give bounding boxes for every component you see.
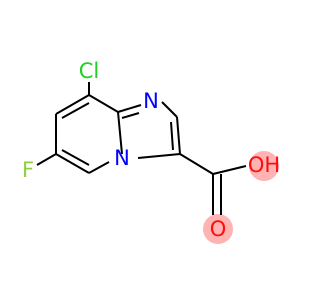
bond-c6-f bbox=[36, 153, 57, 166]
structure-canvas: Cl F N N OH O bbox=[22, 59, 280, 244]
bond-c3-cooh bbox=[179, 153, 214, 175]
molecule-diagram: Cl F N N OH O bbox=[21, 59, 281, 244]
bond-c2-c3-inner bbox=[170, 121, 174, 151]
ring-nitrogen-label: N bbox=[143, 89, 159, 113]
carbonyl-oxygen-label: O bbox=[210, 217, 227, 241]
fluorine-atom-label: F bbox=[22, 158, 34, 182]
bridgehead-nitrogen-label: N bbox=[114, 146, 130, 170]
bond-c6-c5-inner bbox=[61, 149, 90, 166]
bond-c8a-n1 bbox=[117, 104, 142, 113]
bond-c3-n4 bbox=[137, 153, 181, 159]
bond-n4-c8a bbox=[117, 111, 123, 155]
bond-n1-c2 bbox=[161, 101, 178, 118]
bond-c8a-n1-inner bbox=[121, 112, 140, 119]
bond-c5-n4 bbox=[88, 161, 110, 174]
chlorine-atom-label: Cl bbox=[79, 59, 100, 83]
hydroxyl-highlight bbox=[249, 151, 279, 181]
hydroxyl-label: OH bbox=[248, 153, 280, 177]
bond-c2-c3 bbox=[176, 116, 181, 155]
bond-c8-c7-inner bbox=[61, 102, 90, 119]
bond-c8-c8a bbox=[88, 94, 119, 113]
bond-c6-c5 bbox=[55, 153, 90, 174]
carbonyl-oxygen-highlight bbox=[203, 214, 233, 244]
bond-c8-c7 bbox=[55, 94, 90, 115]
bond-c-oh bbox=[212, 165, 247, 175]
